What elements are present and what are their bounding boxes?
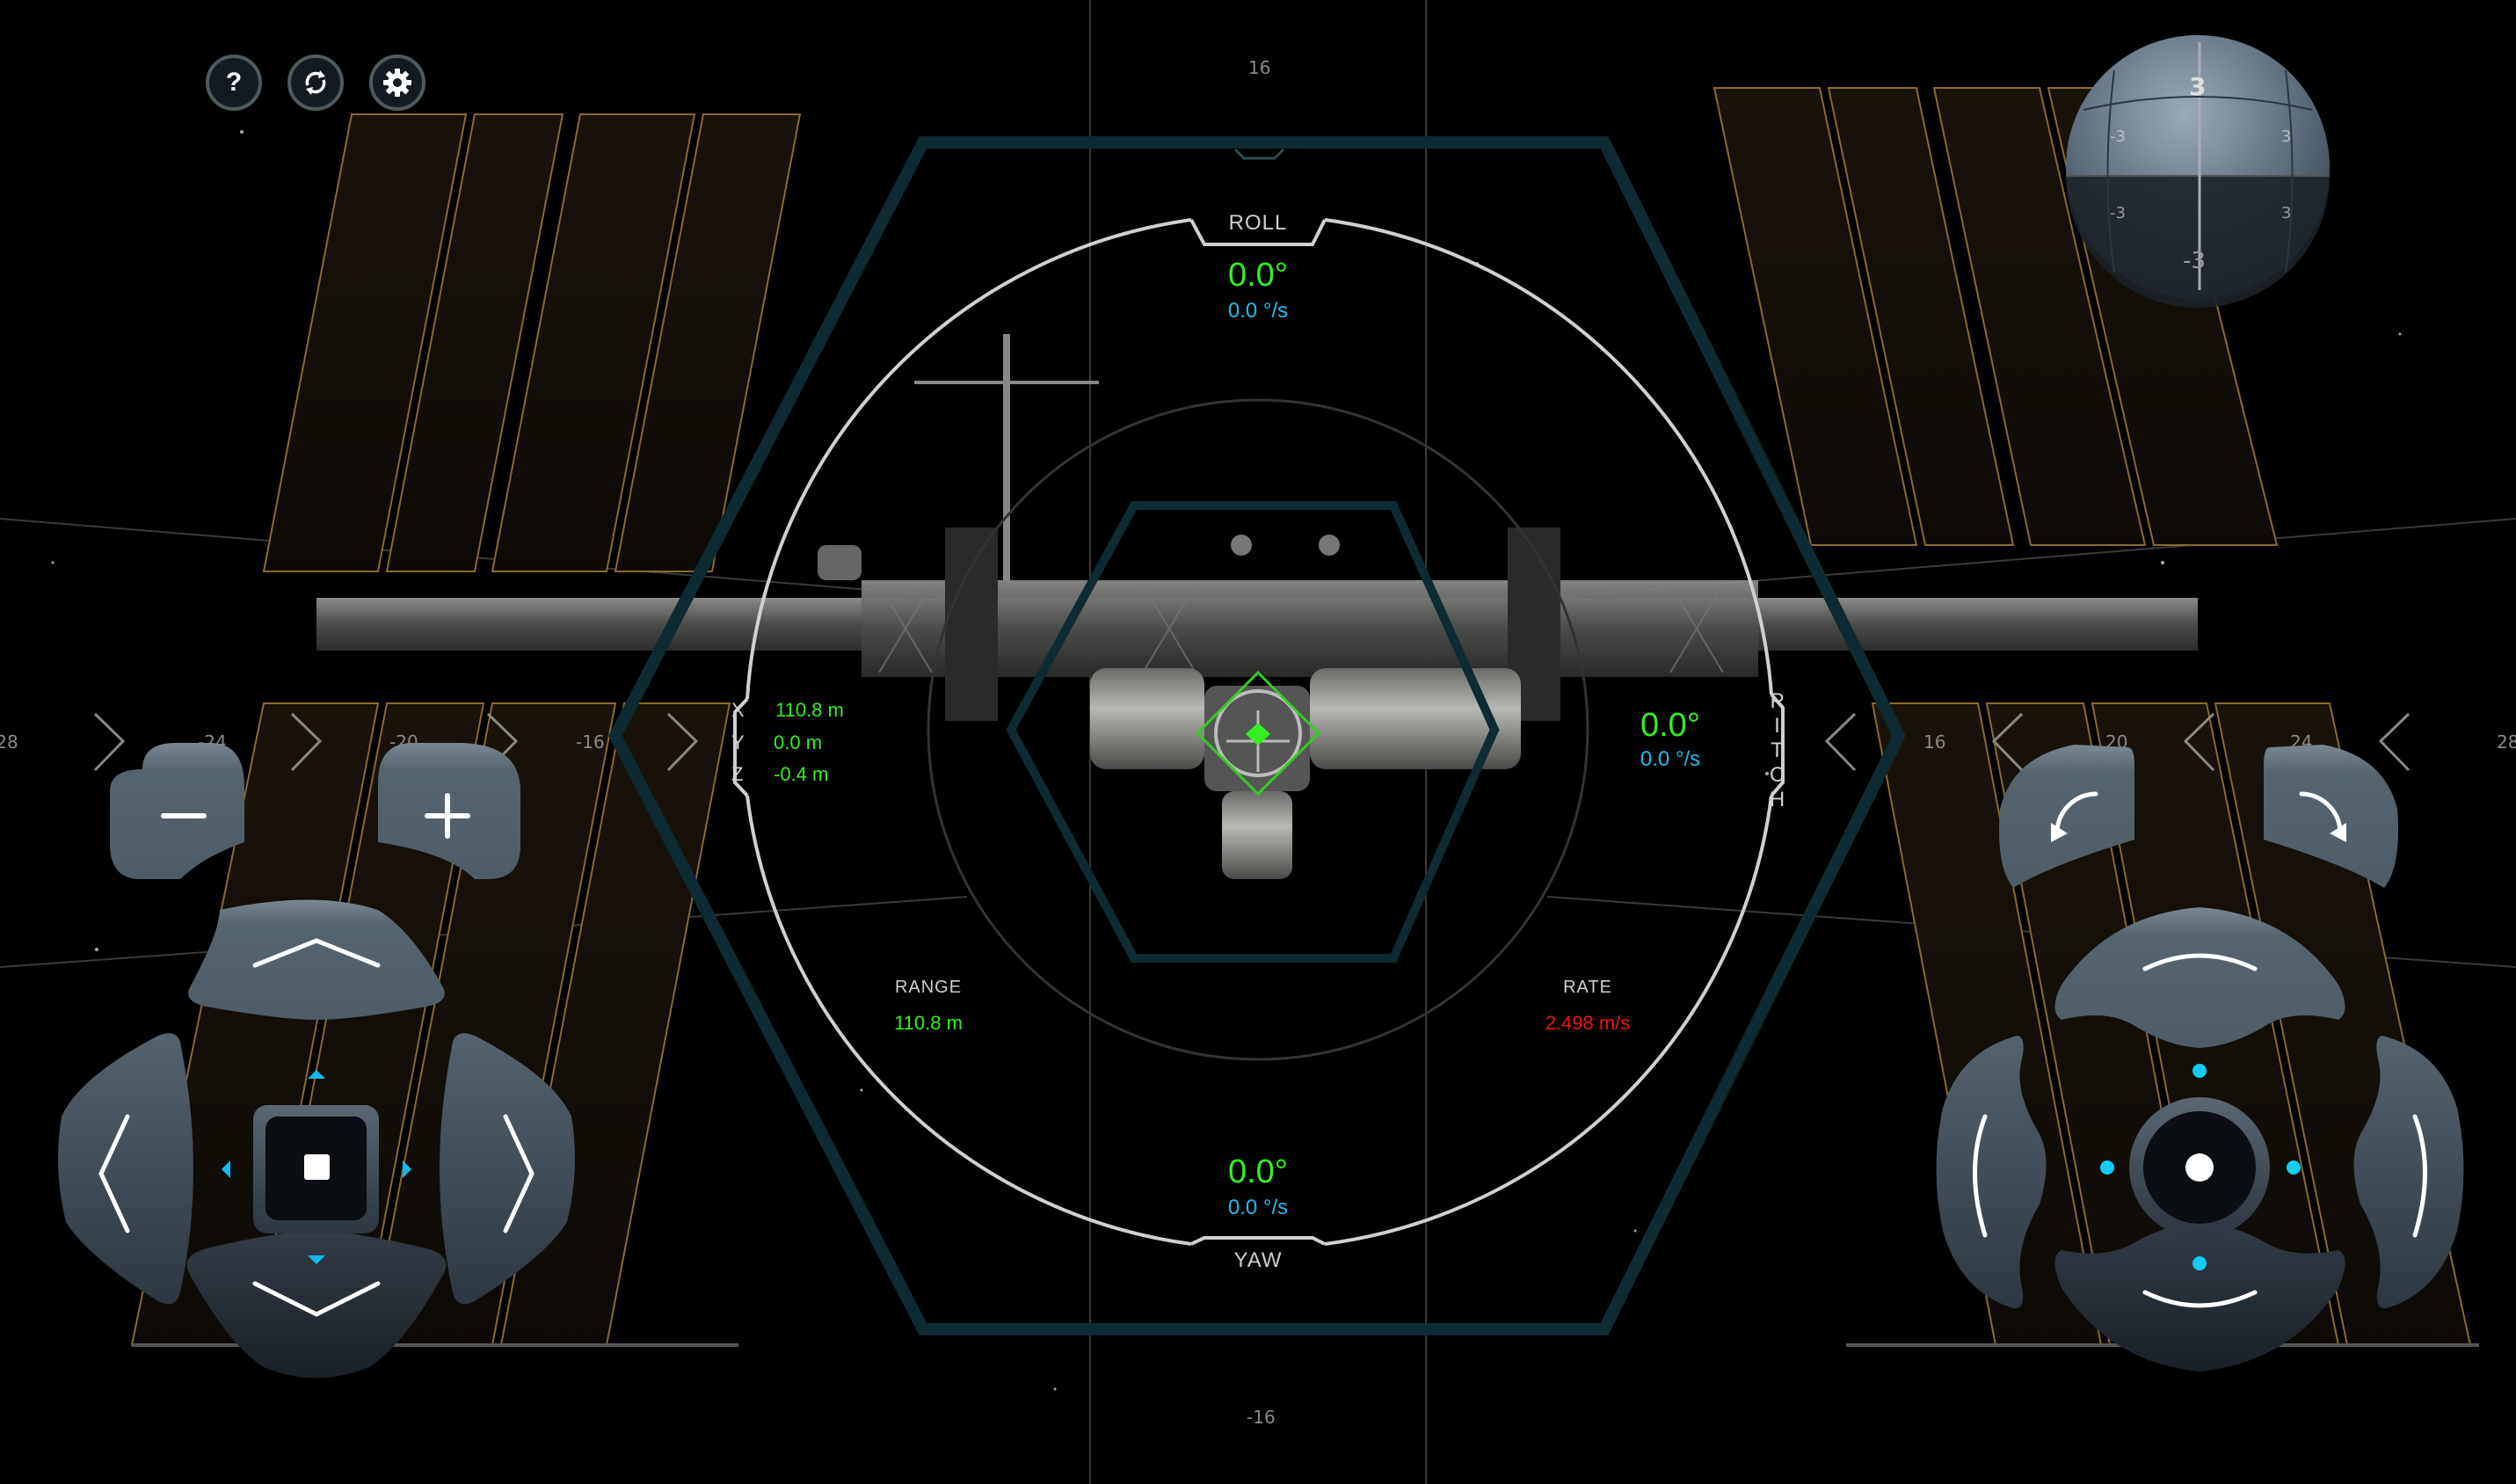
y-value: 0.0 m (774, 731, 823, 753)
outer-hexagon-guide (608, 136, 1906, 1335)
attitude-indicator-ball (2066, 35, 2330, 308)
translation-controls (58, 743, 575, 1379)
pitch-letter: H (1769, 788, 1786, 811)
help-icon: ? (225, 68, 243, 97)
docking-target-reticle (1195, 670, 1321, 797)
rotate-ccw-icon (2051, 791, 2098, 842)
help-button[interactable]: ? (206, 55, 262, 111)
attitude-ball-label: -3 (2110, 204, 2126, 222)
roll-angle: 0.0° (1227, 257, 1289, 294)
x-value: 110.8 m (775, 699, 844, 721)
top-tick-notch (1233, 148, 1285, 160)
arc-down-icon (2142, 1290, 2258, 1308)
center-dot-icon (2185, 1153, 2214, 1182)
inner-hexagon-guide (1006, 501, 1500, 963)
pitch-angle: 0.0° (1640, 707, 1701, 744)
yaw-rate: 0.0 °/s (1227, 1196, 1289, 1219)
hud-circle (733, 218, 1785, 1246)
arc-up-icon (2142, 953, 2258, 971)
scale-tick-label: -16 (1247, 1407, 1276, 1428)
chevron-right-icon (503, 1114, 534, 1233)
chevron-up-icon (252, 938, 381, 968)
rate-label: RATE (1563, 978, 1612, 997)
roll-rate: 0.0 °/s (1227, 299, 1289, 323)
rotation-indicator-dots (2100, 1064, 2301, 1270)
attitude-ball-label: -3 (2110, 127, 2126, 146)
refresh-icon (305, 70, 326, 95)
pitch-letter: P (1770, 689, 1785, 713)
scale-tick-label: 16 (1248, 57, 1271, 78)
pitch-letter: I (1774, 714, 1781, 738)
attitude-ball-label: -3 (2183, 248, 2206, 274)
z-value: -0.4 m (774, 763, 829, 785)
pitch-down-button[interactable] (2054, 1222, 2345, 1371)
z-label: Z (731, 763, 745, 785)
yaw-angle: 0.0° (1227, 1153, 1289, 1190)
yaw-label: YAW (1233, 1248, 1283, 1272)
zoom-out-button[interactable] (110, 743, 244, 879)
pitch-up-button[interactable] (2054, 907, 2345, 1048)
scale-tick-label: 28 (2497, 731, 2516, 753)
arc-right-icon (2412, 1114, 2427, 1238)
attitude-ball-label: 3 (2281, 127, 2292, 146)
y-label: Y (731, 731, 745, 753)
attitude-ball-label: 3 (2281, 204, 2292, 222)
gear-icon (383, 69, 411, 97)
plus-icon (425, 793, 470, 839)
settings-button[interactable] (369, 55, 425, 111)
rotation-controls (1936, 745, 2464, 1371)
attitude-ball-label: 3 (2189, 72, 2207, 101)
rotation-stop-button[interactable] (2129, 1097, 2270, 1238)
roll-label: ROLL (1228, 211, 1288, 235)
chevron-down-icon (252, 1281, 381, 1317)
direction-indicator-arrows (222, 1070, 411, 1264)
translate-up-button[interactable] (188, 899, 445, 1021)
reset-view-button[interactable] (287, 55, 344, 111)
yaw-right-button[interactable] (2353, 1036, 2464, 1309)
translate-right-button[interactable] (440, 1033, 575, 1305)
roll-right-button[interactable] (2264, 745, 2398, 888)
pitch-rate: 0.0 °/s (1640, 747, 1701, 771)
scale-tick-label: -28 (0, 731, 18, 753)
roll-left-button[interactable] (1999, 745, 2134, 888)
rate-value: 2.498 m/s (1545, 1012, 1631, 1034)
range-value: 110.8 m (894, 1012, 963, 1034)
translate-stop-button[interactable] (253, 1105, 379, 1233)
translate-left-button[interactable] (58, 1033, 193, 1305)
yaw-scale-chevrons-right (1824, 712, 2411, 772)
inner-range-circle (927, 398, 1589, 1061)
scale-tick-label: 16 (1923, 731, 1946, 753)
chevron-left-icon (98, 1114, 130, 1233)
pitch-letter: T (1771, 738, 1785, 762)
rotate-cw-icon (2299, 791, 2346, 842)
pitch-label: P I T C H (1764, 689, 1791, 812)
zoom-in-button[interactable] (378, 743, 520, 879)
x-label: X (731, 699, 745, 721)
arc-left-icon (1973, 1114, 1988, 1238)
translate-down-button[interactable] (186, 1231, 447, 1379)
yaw-left-button[interactable] (1936, 1036, 2047, 1309)
scale-tick-label: -16 (576, 731, 605, 753)
range-label: RANGE (894, 978, 963, 997)
pitch-letter: C (1769, 763, 1786, 787)
stop-square-icon (304, 1154, 330, 1180)
